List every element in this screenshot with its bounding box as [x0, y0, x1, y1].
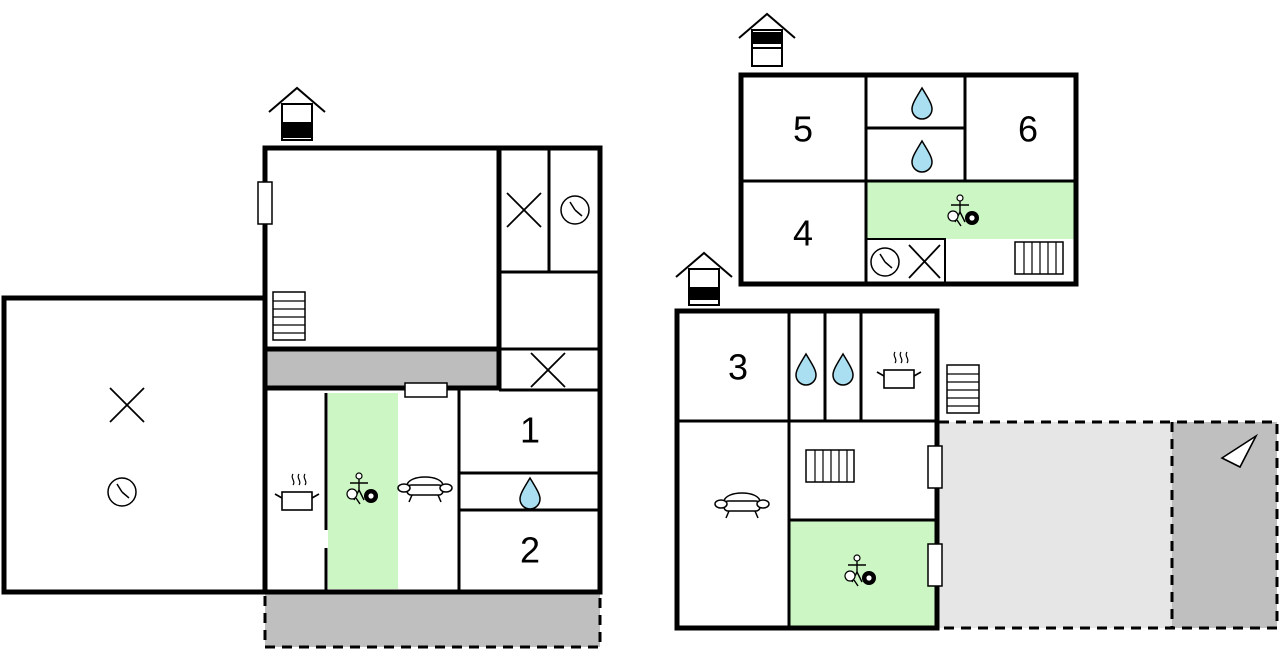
- terrace-light: [939, 422, 1172, 628]
- floor-level-marker: [283, 122, 311, 138]
- room-number-4: 4: [793, 213, 813, 254]
- clock-icon: [560, 195, 590, 225]
- sofa-icon: [397, 476, 453, 503]
- water-drop-icon: [832, 353, 854, 386]
- game-room-area: [328, 393, 398, 589]
- clock-icon: [107, 477, 137, 507]
- floor-level-marker: [690, 287, 718, 300]
- water-drop-icon: [795, 353, 817, 386]
- left-building: 1 2: [1, 87, 603, 649]
- window-icon: [927, 445, 943, 489]
- south-terrace: [265, 593, 600, 647]
- floor-level-marker: [753, 32, 781, 44]
- north-arrow-icon: [1220, 433, 1259, 469]
- stairs-icon: [805, 449, 855, 483]
- toilet-x-icon: [506, 192, 542, 228]
- water-drop-icon: [911, 87, 933, 120]
- stairs-icon: [1014, 241, 1064, 275]
- toilet-x-icon: [109, 387, 145, 423]
- stairs-icon: [272, 291, 306, 341]
- stairs-icon: [946, 364, 980, 414]
- window-icon: [404, 382, 448, 398]
- lower-right-building: 3: [674, 252, 1279, 631]
- room-number-5: 5: [793, 109, 813, 150]
- water-drop-icon: [911, 140, 933, 173]
- room-number-3: 3: [728, 347, 748, 388]
- window-icon: [927, 543, 943, 587]
- cooking-pot-icon: [274, 473, 320, 511]
- toilet-x-icon: [908, 244, 941, 279]
- south-terrace-outline: [263, 591, 602, 649]
- room-number-6: 6: [1018, 109, 1038, 150]
- toilet-x-icon: [530, 352, 566, 388]
- terrace-dark: [1172, 422, 1277, 628]
- window-icon: [257, 181, 273, 225]
- cooking-pot-icon: [876, 351, 922, 389]
- sofa-icon: [714, 492, 770, 519]
- upper-room-wall: [262, 145, 502, 391]
- left-annex-wall: [1, 295, 265, 595]
- corridor-area: [265, 349, 499, 389]
- water-drop-icon: [519, 477, 541, 510]
- sauna-cell: [865, 238, 946, 285]
- room-number-2: 2: [520, 530, 540, 571]
- game-room-area: [866, 181, 1076, 239]
- clock-icon: [870, 247, 900, 277]
- upper-right-building: 5 6 4: [738, 13, 1079, 287]
- room-number-1: 1: [520, 410, 540, 451]
- game-room-area: [789, 520, 937, 627]
